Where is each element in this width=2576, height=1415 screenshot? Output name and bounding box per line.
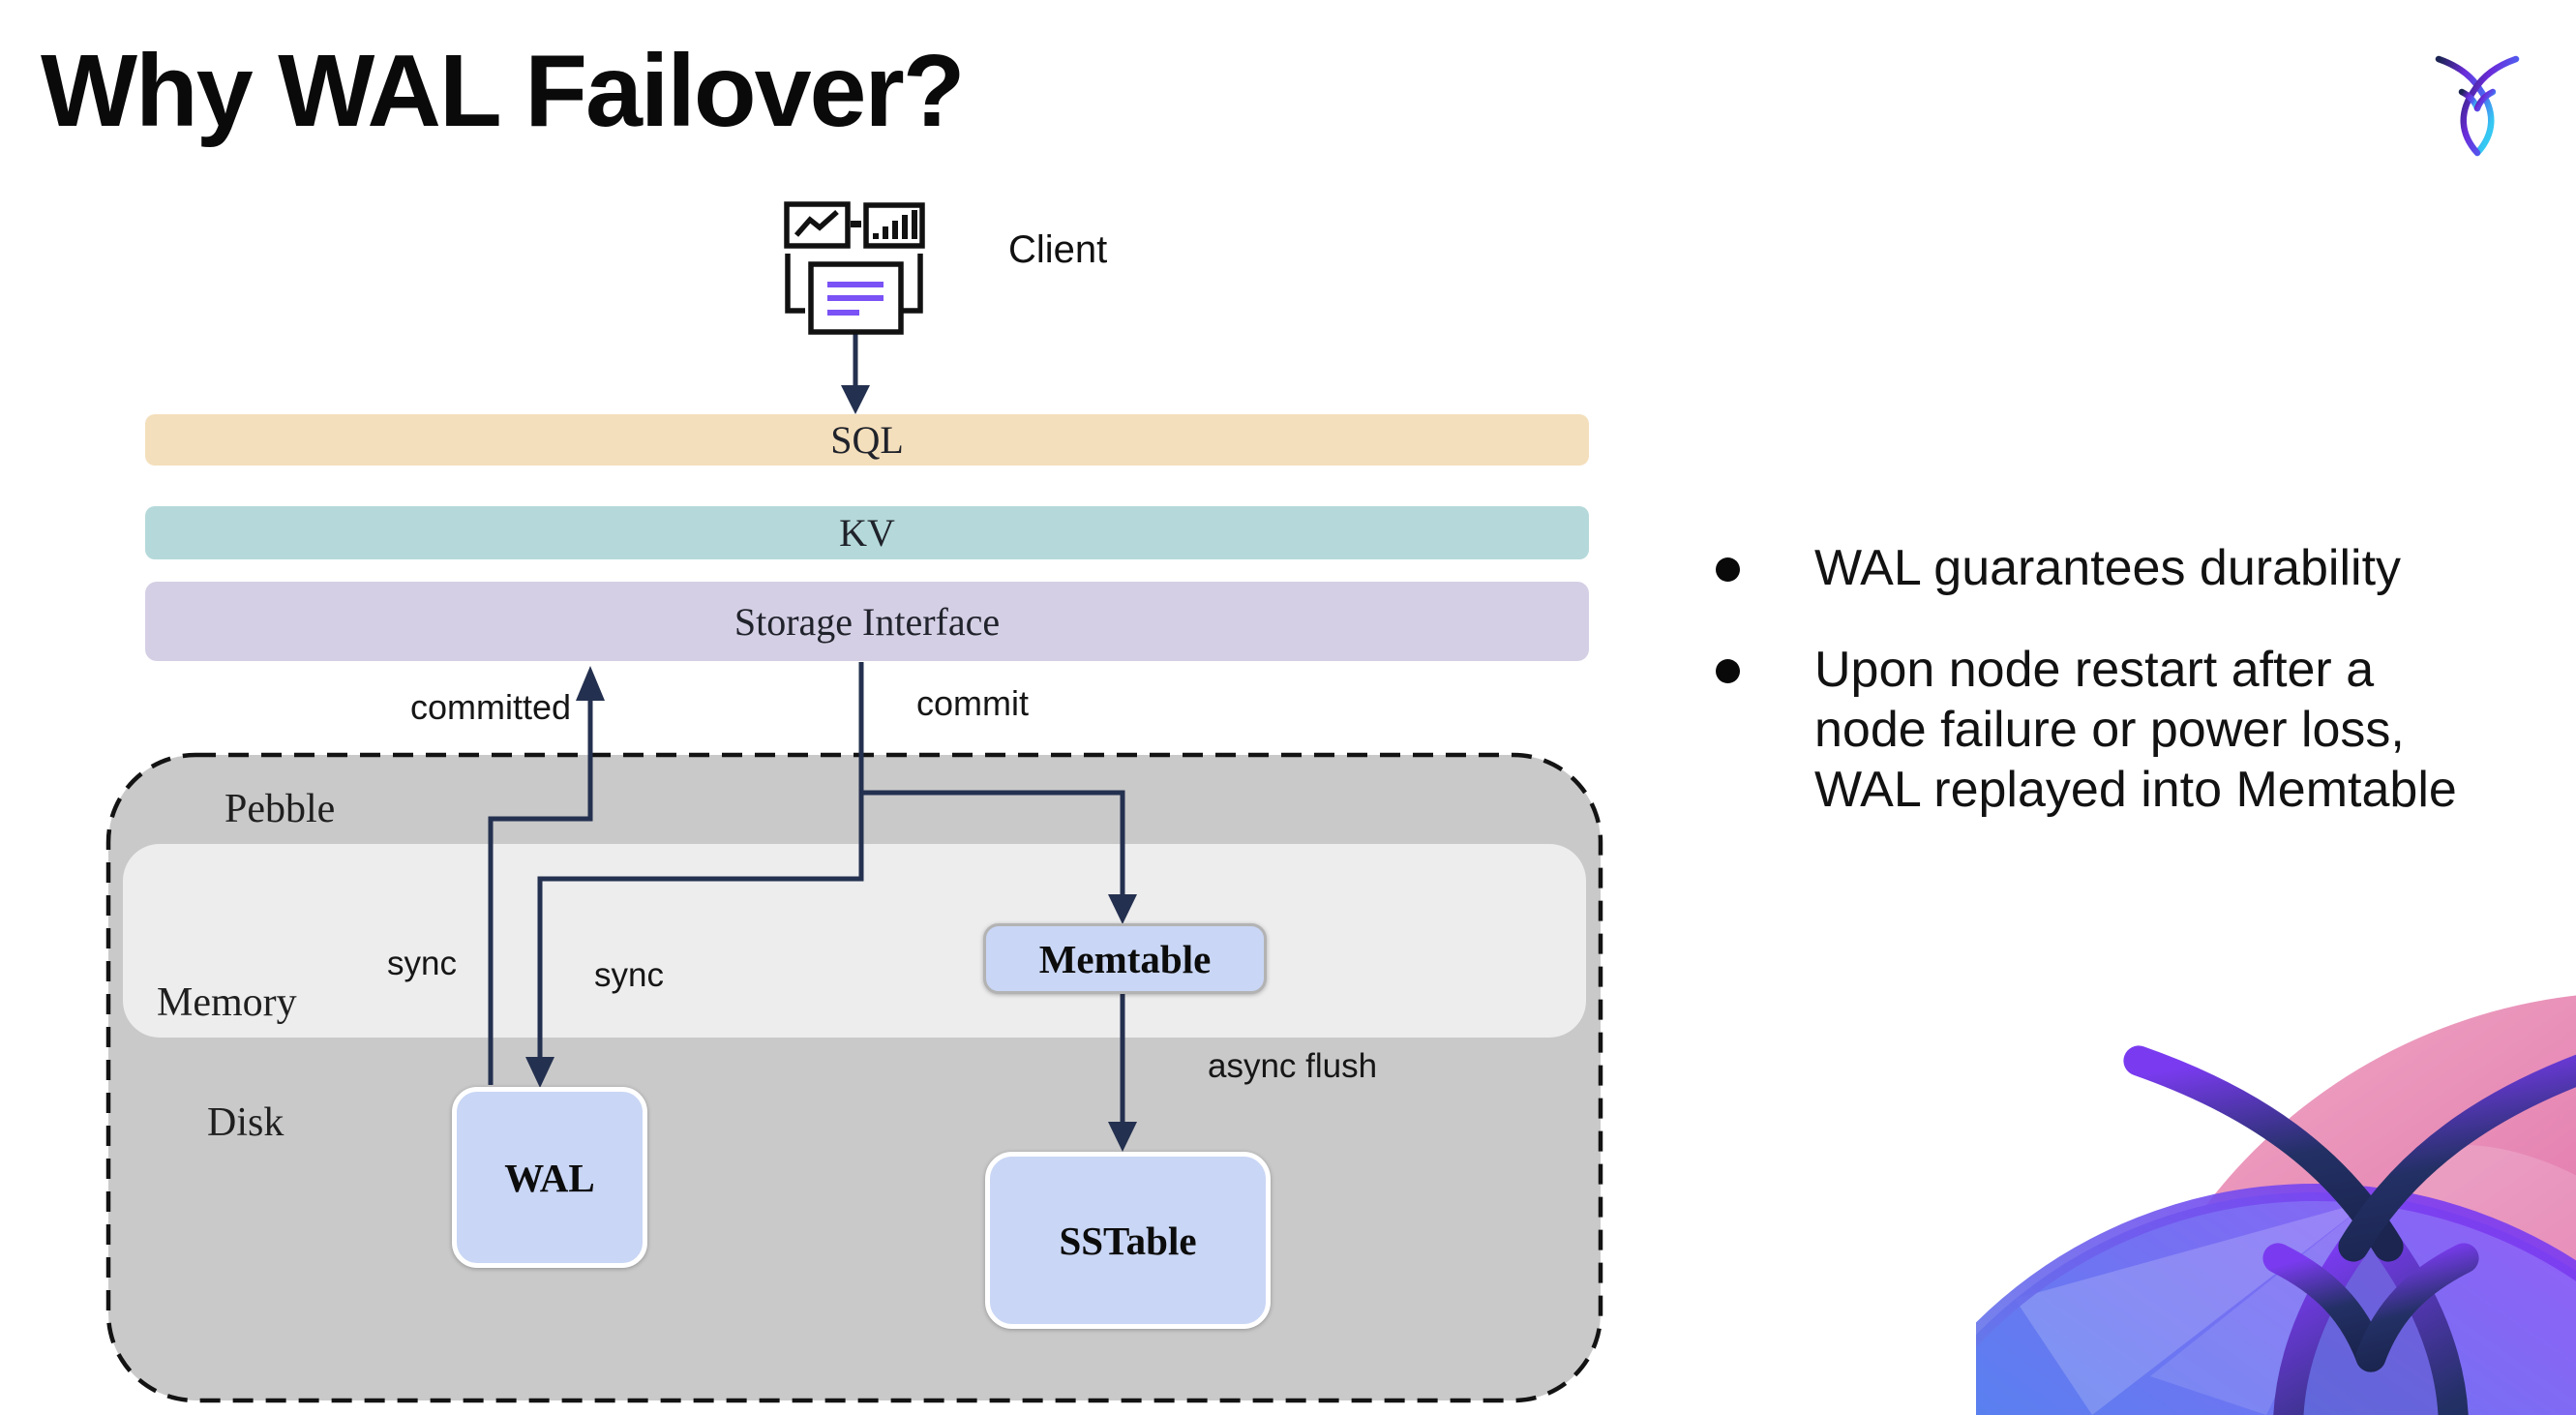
edge-label-committed: committed: [410, 687, 572, 727]
sstable-node: SSTable: [985, 1152, 1271, 1329]
arrowhead-sstable: [1108, 1122, 1137, 1152]
bullet-list: WAL guarantees durability Upon node rest…: [1716, 538, 2509, 820]
edge-commit-wal: [537, 662, 864, 1082]
memtable-node-label: Memtable: [1038, 936, 1212, 981]
edge-label-sync-left: sync: [387, 945, 457, 982]
arrowhead-wal: [525, 1057, 554, 1088]
brand-corner-art: [1976, 995, 2576, 1415]
edge-label-commit: commit: [916, 683, 1029, 723]
bullet-text: Upon node restart after a node failure o…: [1814, 642, 2457, 818]
bullet-dot: [1716, 557, 1740, 582]
sstable-node-label: SSTable: [1059, 1218, 1197, 1263]
page-title: Why WAL Failover?: [41, 34, 965, 148]
layer-storage-interface: Storage Interface: [145, 582, 1589, 661]
giant-roach-mark: [2123, 1045, 2576, 1415]
blue-facet: [2150, 1200, 2371, 1415]
arrowhead-memtable: [1108, 894, 1137, 924]
dash-connector: [851, 221, 861, 227]
layer-kv-label: KV: [839, 511, 895, 555]
document-text-lines: [827, 282, 884, 316]
wal-node: WAL: [452, 1087, 647, 1268]
connector-lines: [488, 333, 1125, 1144]
layer-sql: SQL: [145, 414, 1589, 466]
cockroachdb-logo-icon: [2435, 55, 2520, 157]
arrowheads: [525, 385, 1137, 1152]
pebble-label: Pebble: [225, 787, 336, 831]
client-label: Client: [1008, 228, 1108, 271]
memtable-node: Memtable: [983, 923, 1267, 994]
edge-committed: [488, 699, 593, 1085]
memory-strip: [123, 844, 1586, 1038]
memory-label: Memory: [157, 980, 297, 1025]
edge-label-async-flush: async flush: [1208, 1047, 1378, 1085]
blue-sphere-edge: [1976, 1184, 2576, 1348]
bullet-item: WAL guarantees durability: [1716, 538, 2509, 598]
edge-label-sync-right: sync: [594, 956, 664, 994]
bullet-text: WAL guarantees durability: [1814, 540, 2402, 596]
line-chart-zigzag: [794, 209, 839, 237]
wal-node-label: WAL: [504, 1155, 595, 1200]
layer-sql-label: SQL: [830, 418, 904, 462]
client-icon: [784, 201, 925, 335]
blue-sphere: [1976, 1192, 2576, 1415]
arrowhead-sql: [841, 385, 870, 414]
bracket-right: [903, 254, 923, 314]
edge-commit-memtable: [861, 790, 1125, 916]
bullet-dot: [1716, 659, 1740, 683]
bracket-left: [785, 254, 805, 314]
layer-kv: KV: [145, 506, 1589, 559]
bar-chart-bars: [851, 210, 917, 239]
disk-label: Disk: [207, 1100, 285, 1145]
layer-storage-label: Storage Interface: [734, 599, 1001, 644]
bullet-item: Upon node restart after a node failure o…: [1716, 640, 2509, 820]
arrowhead-committed: [576, 666, 605, 701]
